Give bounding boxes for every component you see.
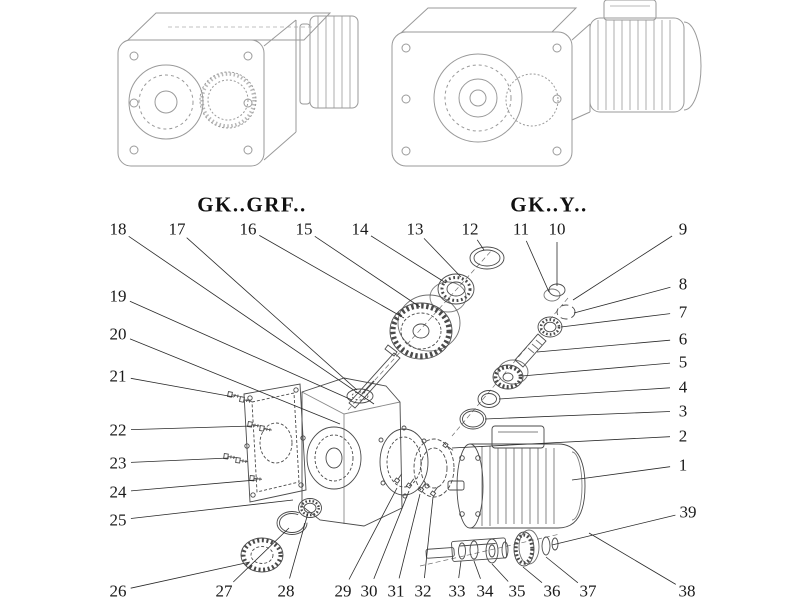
big-gear <box>389 294 461 360</box>
leader-line-35 <box>491 563 509 582</box>
leader-line-26 <box>130 561 251 589</box>
leader-line-25 <box>130 499 294 519</box>
leader-line-19 <box>129 300 353 401</box>
leader-line-1 <box>571 466 671 481</box>
leader-line-3 <box>484 411 671 420</box>
exploded-view <box>223 246 586 573</box>
leader-line-23 <box>130 457 230 463</box>
leader-line-12 <box>476 239 485 251</box>
adapter-ring <box>413 438 455 498</box>
seal-ring <box>469 246 505 270</box>
leader-line-20 <box>129 338 341 425</box>
leader-line-22 <box>130 425 253 430</box>
leader-line-21 <box>130 377 235 398</box>
motor <box>447 425 586 529</box>
leader-line-5 <box>521 362 671 377</box>
output-bearing-set <box>240 498 322 573</box>
model-label-gk-y: GK..Y.. <box>510 192 588 217</box>
leader-line-17 <box>186 237 358 391</box>
leader-line-37 <box>545 556 579 584</box>
leader-line-11 <box>525 240 550 293</box>
leader-line-38 <box>588 532 677 585</box>
input-shaft <box>348 344 401 409</box>
leader-line-15 <box>314 235 421 308</box>
leader-line-6 <box>536 339 671 353</box>
model-label-gk-grf: GK..GRF.. <box>197 192 307 217</box>
leader-line-13 <box>423 238 462 278</box>
leader-line-24 <box>130 479 257 492</box>
output-shaft-set <box>425 529 559 567</box>
leader-line-16 <box>259 235 405 319</box>
leader-line-39 <box>551 514 676 546</box>
leader-line-9 <box>572 235 673 301</box>
gear-housing <box>301 377 430 527</box>
flange-plate <box>243 383 307 503</box>
leader-line-14 <box>370 235 447 284</box>
leader-line-8 <box>573 286 671 314</box>
leader-line-33 <box>458 560 462 579</box>
leader-line-31 <box>398 493 421 579</box>
leader-line-7 <box>560 313 671 328</box>
input-pinion-set <box>459 283 576 430</box>
drawing-gk-grf <box>117 12 359 167</box>
leader-line-30 <box>373 490 410 580</box>
leader-line-36 <box>522 566 543 584</box>
leader-lines <box>128 235 677 589</box>
upper-bearing <box>429 273 475 313</box>
leader-line-4 <box>498 387 671 400</box>
leader-line-29 <box>348 487 398 580</box>
cover-screws <box>393 441 454 497</box>
leader-line-2 <box>451 436 671 449</box>
drawing-gk-y <box>391 0 702 167</box>
flange-screws <box>223 391 272 482</box>
leader-line-18 <box>128 235 375 405</box>
leader-line-34 <box>473 560 481 579</box>
leader-line-32 <box>424 496 434 579</box>
leader-line-27 <box>233 527 290 583</box>
leader-line-28 <box>289 512 309 579</box>
